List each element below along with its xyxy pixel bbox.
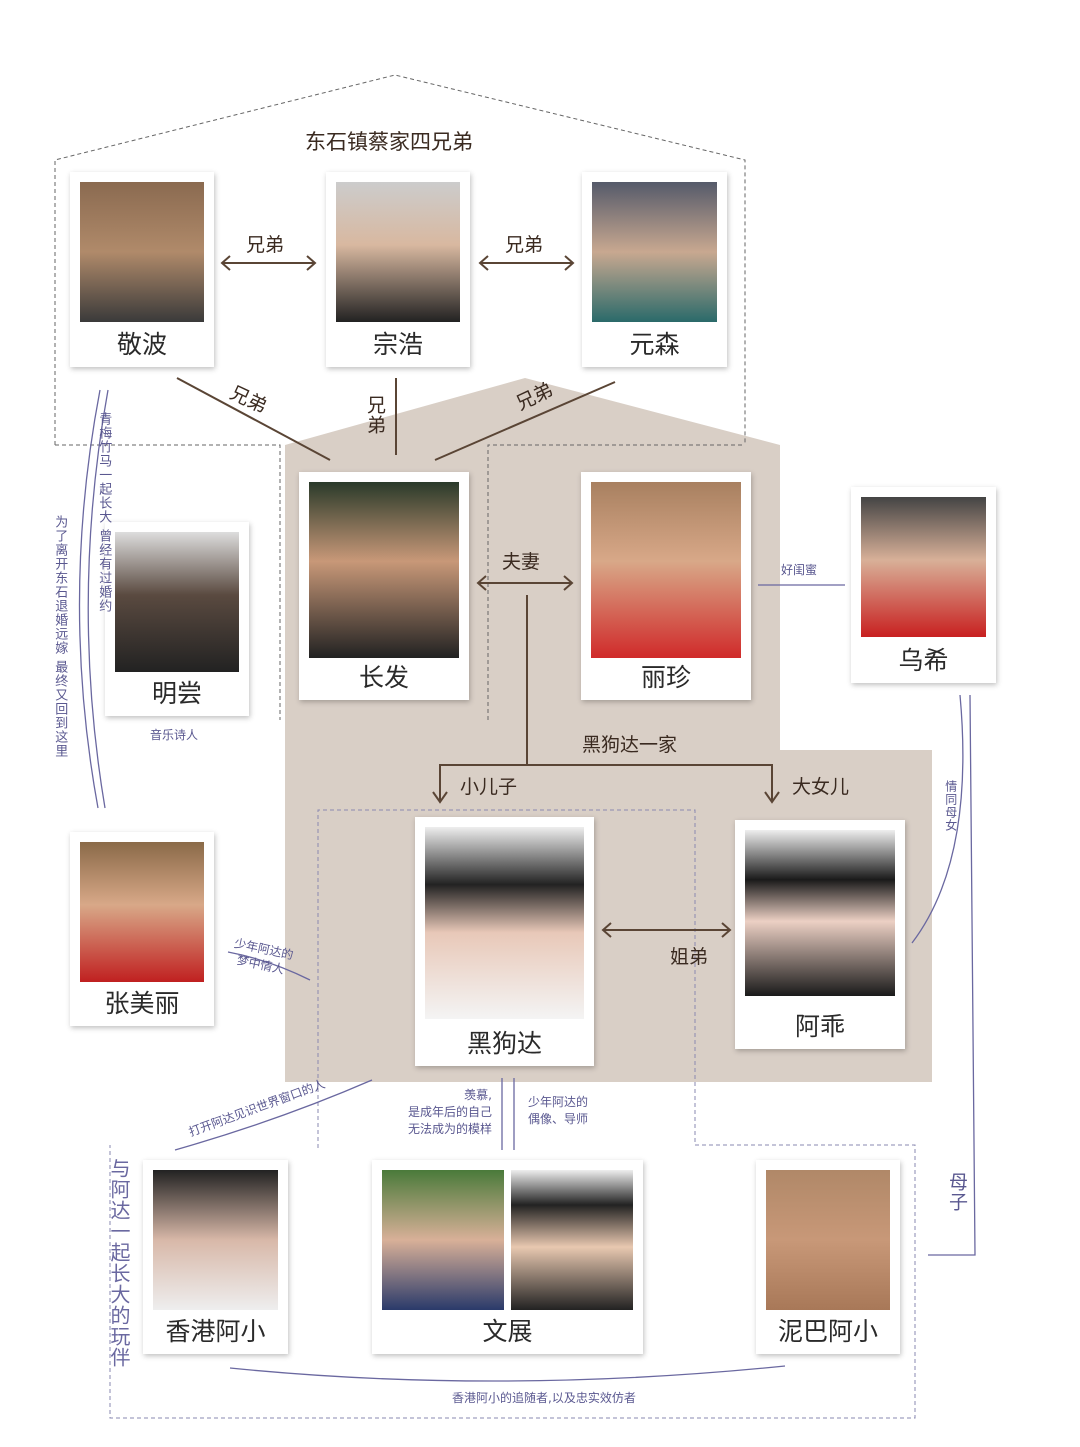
person-card-zonghao[interactable]: 宗浩 <box>326 172 470 367</box>
person-name: 文展 <box>482 1317 533 1346</box>
relation-label: 好闺蜜 <box>781 563 818 577</box>
person-name: 张美丽 <box>104 989 180 1018</box>
portrait-photo <box>115 532 239 672</box>
portrait-photo <box>745 830 895 996</box>
person-card-lizhen[interactable]: 丽珍 <box>581 472 751 700</box>
person-card-zhangmeili[interactable]: 张美丽 <box>70 832 214 1026</box>
portrait-photo <box>511 1170 633 1310</box>
note-line: 少年阿达的 <box>528 1095 589 1109</box>
relation-label: 与阿达一起长大的玩伴 <box>107 1158 131 1368</box>
person-name: 泥巴阿小 <box>777 1317 878 1346</box>
portrait-photo <box>591 482 741 658</box>
relation-label: 兄弟 <box>364 395 386 435</box>
family-group-title: 东石镇蔡家四兄弟 <box>305 130 473 154</box>
person-name: 阿乖 <box>794 1012 845 1041</box>
portrait-photo <box>153 1170 278 1310</box>
person-card-yuansen[interactable]: 元森 <box>582 172 727 367</box>
family-label: 黑狗达一家 <box>582 734 678 756</box>
relation-note: 青梅竹马一起长大 曾经有过婚约 <box>96 412 112 614</box>
portrait-photo <box>80 842 204 982</box>
relation-label: 姐弟 <box>670 946 709 968</box>
person-card-changfa[interactable]: 长发 <box>299 472 469 700</box>
portrait-photo <box>309 482 459 658</box>
portrait-photo <box>766 1170 890 1310</box>
person-name: 丽珍 <box>640 663 691 692</box>
relation-note: 少年阿达的 偶像、导师 <box>528 1094 588 1128</box>
portrait-photo <box>80 182 204 322</box>
relation-label: 大女儿 <box>792 776 850 798</box>
person-card-wuxi[interactable]: 乌希 <box>851 487 996 683</box>
person-name: 敬波 <box>116 330 167 359</box>
person-name: 长发 <box>358 663 409 692</box>
relation-note: 香港阿小的追随者,以及忠实效仿者 <box>452 1391 636 1405</box>
relation-label: 小儿子 <box>460 776 518 798</box>
relation-note: 为了离开东石退婚远嫁 最终又回到这里 <box>52 515 68 759</box>
portrait-photo <box>382 1170 504 1310</box>
note-line: 无法成为的模样 <box>407 1121 492 1136</box>
person-name: 宗浩 <box>372 330 423 359</box>
person-card-aguai[interactable]: 阿乖 <box>735 820 905 1049</box>
person-name: 元森 <box>629 330 680 359</box>
relation-label: 兄弟 <box>246 234 285 256</box>
role-note: 音乐诗人 <box>150 728 199 742</box>
relation-label: 情同母女 <box>943 780 958 832</box>
person-card-heigouda[interactable]: 黑狗达 <box>415 817 594 1066</box>
person-name: 明尝 <box>151 679 202 708</box>
person-card-mingchang[interactable]: 明尝 <box>105 522 249 716</box>
relation-label: 母子 <box>946 1172 968 1212</box>
person-card-niba[interactable]: 泥巴阿小 <box>756 1160 900 1354</box>
person-name: 香港阿小 <box>165 1317 266 1346</box>
person-card-jingbo[interactable]: 敬波 <box>70 172 214 367</box>
note-line: 偶像、导师 <box>528 1111 589 1126</box>
person-name: 乌希 <box>898 646 949 675</box>
portrait-photo <box>425 827 584 1019</box>
relation-label: 兄弟 <box>505 234 544 256</box>
relation-label: 夫妻 <box>502 551 541 573</box>
portrait-photo <box>336 182 460 322</box>
note-line: 羡慕, <box>464 1088 492 1102</box>
person-card-xianggang[interactable]: 香港阿小 <box>143 1160 288 1354</box>
portrait-photo <box>861 497 986 637</box>
person-card-wenzhan[interactable]: 文展 <box>372 1160 643 1354</box>
note-line: 是成年后的自己 <box>407 1104 492 1119</box>
person-name: 黑狗达 <box>466 1029 542 1058</box>
relation-note: 羡慕, 是成年后的自己 无法成为的模样 <box>392 1087 492 1137</box>
portrait-photo <box>592 182 717 322</box>
